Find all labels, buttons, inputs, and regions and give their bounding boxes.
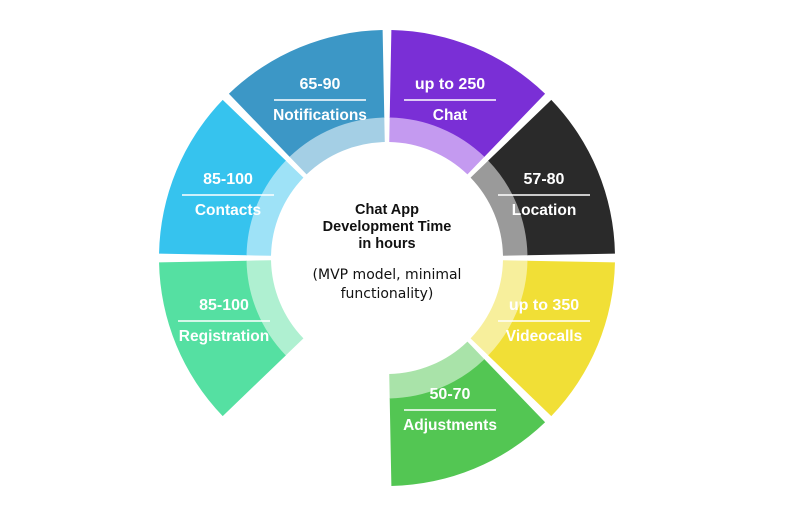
segment-value: up to 350 (509, 297, 579, 314)
segment-label: Videocalls (506, 328, 582, 345)
center-title-line-1: Chat App (355, 202, 419, 218)
segment-contacts (159, 99, 287, 256)
segment-inner-chat (389, 117, 485, 175)
segment-label: Contacts (195, 202, 261, 219)
segment-notifications (228, 30, 385, 158)
segment-inner-location (470, 160, 528, 256)
segment-inner-contacts (246, 160, 304, 256)
center-title-line-3: in hours (358, 236, 415, 252)
center-title-line-2: Development Time (323, 219, 452, 235)
segment-label: Notifications (273, 107, 367, 124)
segment-chat (389, 30, 546, 158)
segment-value: 85-100 (199, 297, 249, 314)
segment-value: up to 250 (415, 76, 485, 93)
segment-adjustments (389, 358, 546, 486)
segment-label: Chat (433, 107, 467, 124)
segment-label: Registration (179, 328, 269, 345)
segment-value: 65-90 (300, 76, 341, 93)
center-subtitle-line-2: functionality) (341, 286, 434, 302)
segment-videocalls (487, 260, 615, 417)
segment-value: 85-100 (203, 171, 253, 188)
segment-value: 50-70 (430, 386, 471, 403)
center-text: Chat App Development Time in hours (MVP … (313, 202, 462, 302)
segment-inner-registration (246, 260, 304, 356)
segments-group (159, 30, 615, 486)
segment-registration (159, 260, 287, 417)
segment-label: Adjustments (403, 417, 497, 434)
segment-inner-notifications (289, 117, 385, 175)
center-subtitle-line-1: (MVP model, minimal (313, 267, 462, 283)
segment-value: 57-80 (524, 171, 565, 188)
segment-inner-videocalls (470, 260, 528, 356)
segment-location (487, 99, 615, 256)
segment-label: Location (512, 202, 577, 219)
segment-inner-adjustments (389, 341, 485, 399)
